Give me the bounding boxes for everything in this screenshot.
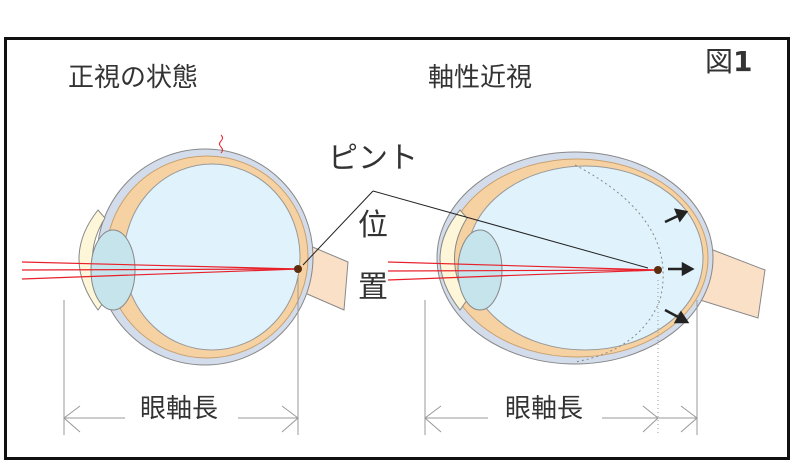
vitreous-body bbox=[123, 163, 301, 351]
focus-point bbox=[294, 265, 302, 273]
focus-label-pinto: ピント bbox=[328, 141, 418, 176]
figure-prefix: 図 bbox=[705, 45, 734, 78]
axial-length-label-left: 眼軸長 bbox=[140, 394, 219, 424]
axial-length-right bbox=[424, 280, 698, 435]
lens bbox=[457, 229, 503, 311]
axial-length-left bbox=[63, 275, 299, 435]
figure-number: 1 bbox=[733, 45, 753, 78]
cornea bbox=[439, 209, 468, 311]
focus-label-i: 位 bbox=[358, 208, 388, 243]
figure-frame bbox=[4, 37, 790, 460]
myopic-eye bbox=[387, 151, 766, 365]
focus-label-chi: 置 bbox=[358, 270, 388, 305]
title-axial-myopia: 軸性近視 bbox=[428, 63, 533, 93]
figure-label: 図1 bbox=[705, 40, 753, 80]
focus-point bbox=[654, 266, 662, 274]
elongation-arrows-icon bbox=[664, 208, 695, 324]
normal-eye bbox=[21, 134, 349, 366]
vitreous-body bbox=[466, 165, 704, 351]
axial-length-label-right: 眼軸長 bbox=[505, 394, 584, 424]
title-normal: 正視の状態 bbox=[68, 63, 199, 93]
normal-retina-outline bbox=[574, 164, 664, 363]
red-mark bbox=[219, 134, 223, 154]
